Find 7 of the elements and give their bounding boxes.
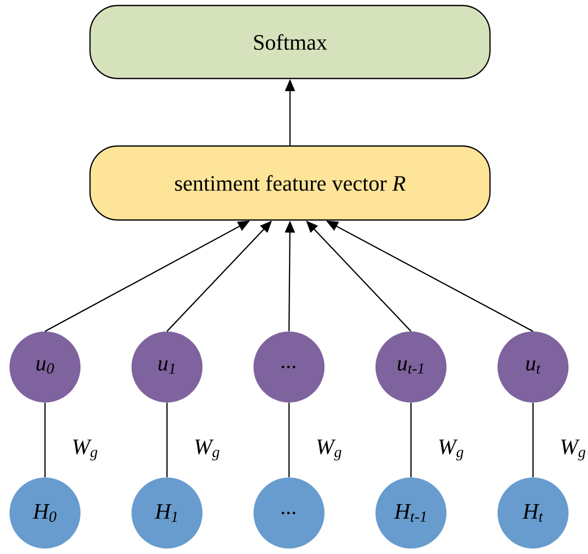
edge-label: W$_{g}$ (73, 440, 98, 460)
edge-label: W$_{g}$ (561, 440, 586, 460)
edge-label: W$_{g}$ (317, 440, 342, 460)
edge-label: W$_{g}$ (439, 440, 464, 460)
softmax-box: Softmax (89, 4, 491, 80)
feature-vector-box: sentiment feature vector R (89, 145, 491, 221)
edge-label: W$_{g}$ (195, 440, 220, 460)
